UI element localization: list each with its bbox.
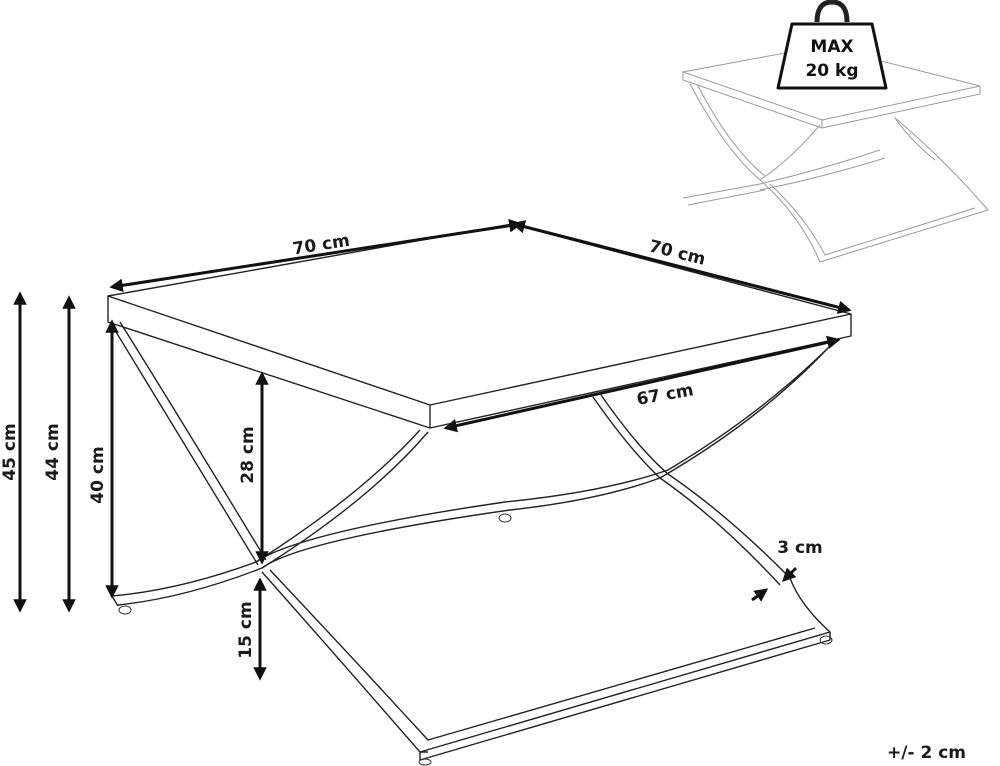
dim-arrow-bar-width-inner (751, 588, 769, 602)
bottom-rail-left (111, 501, 511, 607)
dim-line-top-width (109, 218, 523, 293)
foot-front (418, 758, 432, 766)
label-bar-width: 3 cm (777, 538, 823, 558)
dim-line-top-depth (511, 220, 852, 314)
thumbnail-table: MAX 20 kg (681, 0, 989, 263)
leg-front-left (109, 321, 267, 566)
weight-limit-value: 20 kg (805, 61, 858, 81)
weight-limit-label: MAX (810, 37, 853, 57)
label-top-width: 70 cm (291, 231, 351, 260)
thumbnail-table-outline (681, 45, 989, 263)
dim-line-inner-width (443, 335, 841, 433)
label-total-height: 45 cm (0, 423, 20, 480)
label-frame-height: 44 cm (43, 423, 63, 480)
weight-icon (776, 0, 888, 90)
bottom-rail-front (261, 569, 831, 753)
table-top (107, 223, 852, 406)
label-leg-height: 40 cm (88, 446, 108, 503)
foot-right (819, 635, 833, 645)
dim-arrow-bar-width-outer (782, 566, 798, 582)
foot-back (498, 513, 512, 523)
table-drawing (107, 223, 852, 766)
foot-left (118, 605, 132, 615)
label-lower-leg: 15 cm (236, 601, 256, 658)
dimension-lines (13, 218, 852, 681)
label-upper-leg: 28 cm (238, 426, 258, 483)
tolerance-note: +/- 2 cm (887, 743, 966, 763)
